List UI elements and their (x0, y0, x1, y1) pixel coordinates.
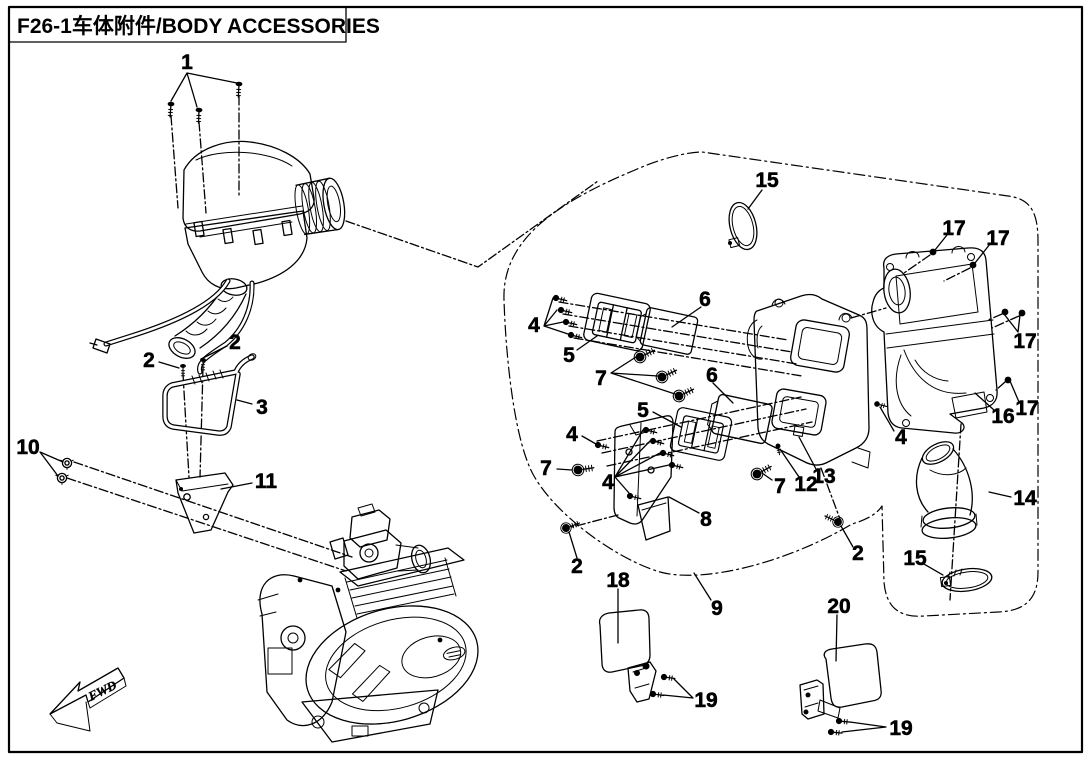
fwd-arrow: FWD (49, 667, 127, 732)
airbox-snout (294, 177, 346, 236)
callout-6: 6 (706, 364, 718, 387)
callout-4: 4 (602, 471, 614, 494)
callout-7: 7 (774, 475, 786, 498)
callout-17: 17 (986, 227, 1009, 250)
fasteners-item-19-right (826, 716, 851, 737)
callout-1: 1 (181, 51, 193, 74)
assembly-boundary (503, 151, 1039, 617)
fasteners-item-10 (55, 457, 74, 486)
callout-17: 17 (942, 217, 965, 240)
callout-16: 16 (991, 405, 1014, 428)
part-clamp-lower (939, 567, 993, 593)
airbox-drain-hoses (89, 278, 255, 375)
fasteners-right-side (551, 247, 1027, 536)
part-foam-duct-upper (634, 305, 700, 356)
callout-10: 10 (16, 436, 39, 459)
axis-lines (66, 95, 1020, 601)
callout-2: 2 (571, 555, 583, 578)
airbox-intake-elbow-hose (168, 278, 248, 359)
callout-8: 8 (700, 508, 712, 531)
part-grille-bracket-lower (668, 406, 734, 462)
part-pad-18 (598, 609, 657, 703)
callout-19: 19 (889, 717, 912, 740)
callout-4: 4 (895, 426, 907, 449)
callout-15: 15 (755, 169, 779, 192)
callout-14: 14 (1013, 487, 1037, 510)
part-engine (257, 503, 479, 743)
callout-11: 11 (255, 470, 278, 493)
callout-19: 19 (694, 689, 717, 712)
page-border (7, 5, 1084, 754)
callout-9: 9 (711, 597, 723, 620)
callout-12: 12 (794, 473, 817, 496)
callout-3: 3 (256, 396, 268, 419)
fasteners-item-2-upper (179, 357, 207, 378)
callout-13: 13 (812, 465, 835, 488)
part-mount-bracket (175, 472, 234, 534)
callout-7: 7 (540, 457, 552, 480)
title-box: F26-1车体附件/BODY ACCESSORIES (8, 6, 380, 43)
callout-2: 2 (852, 542, 864, 565)
callout-18: 18 (606, 569, 630, 592)
callout-7: 7 (595, 367, 607, 390)
leader-lines (39, 72, 1021, 733)
callout-6: 6 (699, 288, 711, 311)
callout-4: 4 (566, 423, 578, 446)
part-pad-20 (799, 643, 882, 720)
callout-2: 2 (143, 349, 155, 372)
part-tube-bracket (162, 353, 257, 436)
page-title: F26-1车体附件/BODY ACCESSORIES (17, 14, 380, 38)
part-clamp-upper (728, 201, 758, 251)
part-air-filter-box (89, 140, 346, 375)
callout-2: 2 (229, 331, 241, 354)
callout-5: 5 (563, 344, 575, 367)
callout-20: 20 (827, 595, 850, 618)
part-intake-elbow (915, 441, 978, 539)
callout-17: 17 (1013, 330, 1036, 353)
part-air-duct-housing (871, 246, 998, 434)
callout-5: 5 (637, 399, 649, 422)
callout-15: 15 (903, 547, 927, 570)
part-bracket-plate (613, 415, 674, 541)
part-mount-panel (746, 293, 871, 469)
callout-17: 17 (1015, 397, 1038, 420)
callout-4: 4 (528, 314, 540, 337)
